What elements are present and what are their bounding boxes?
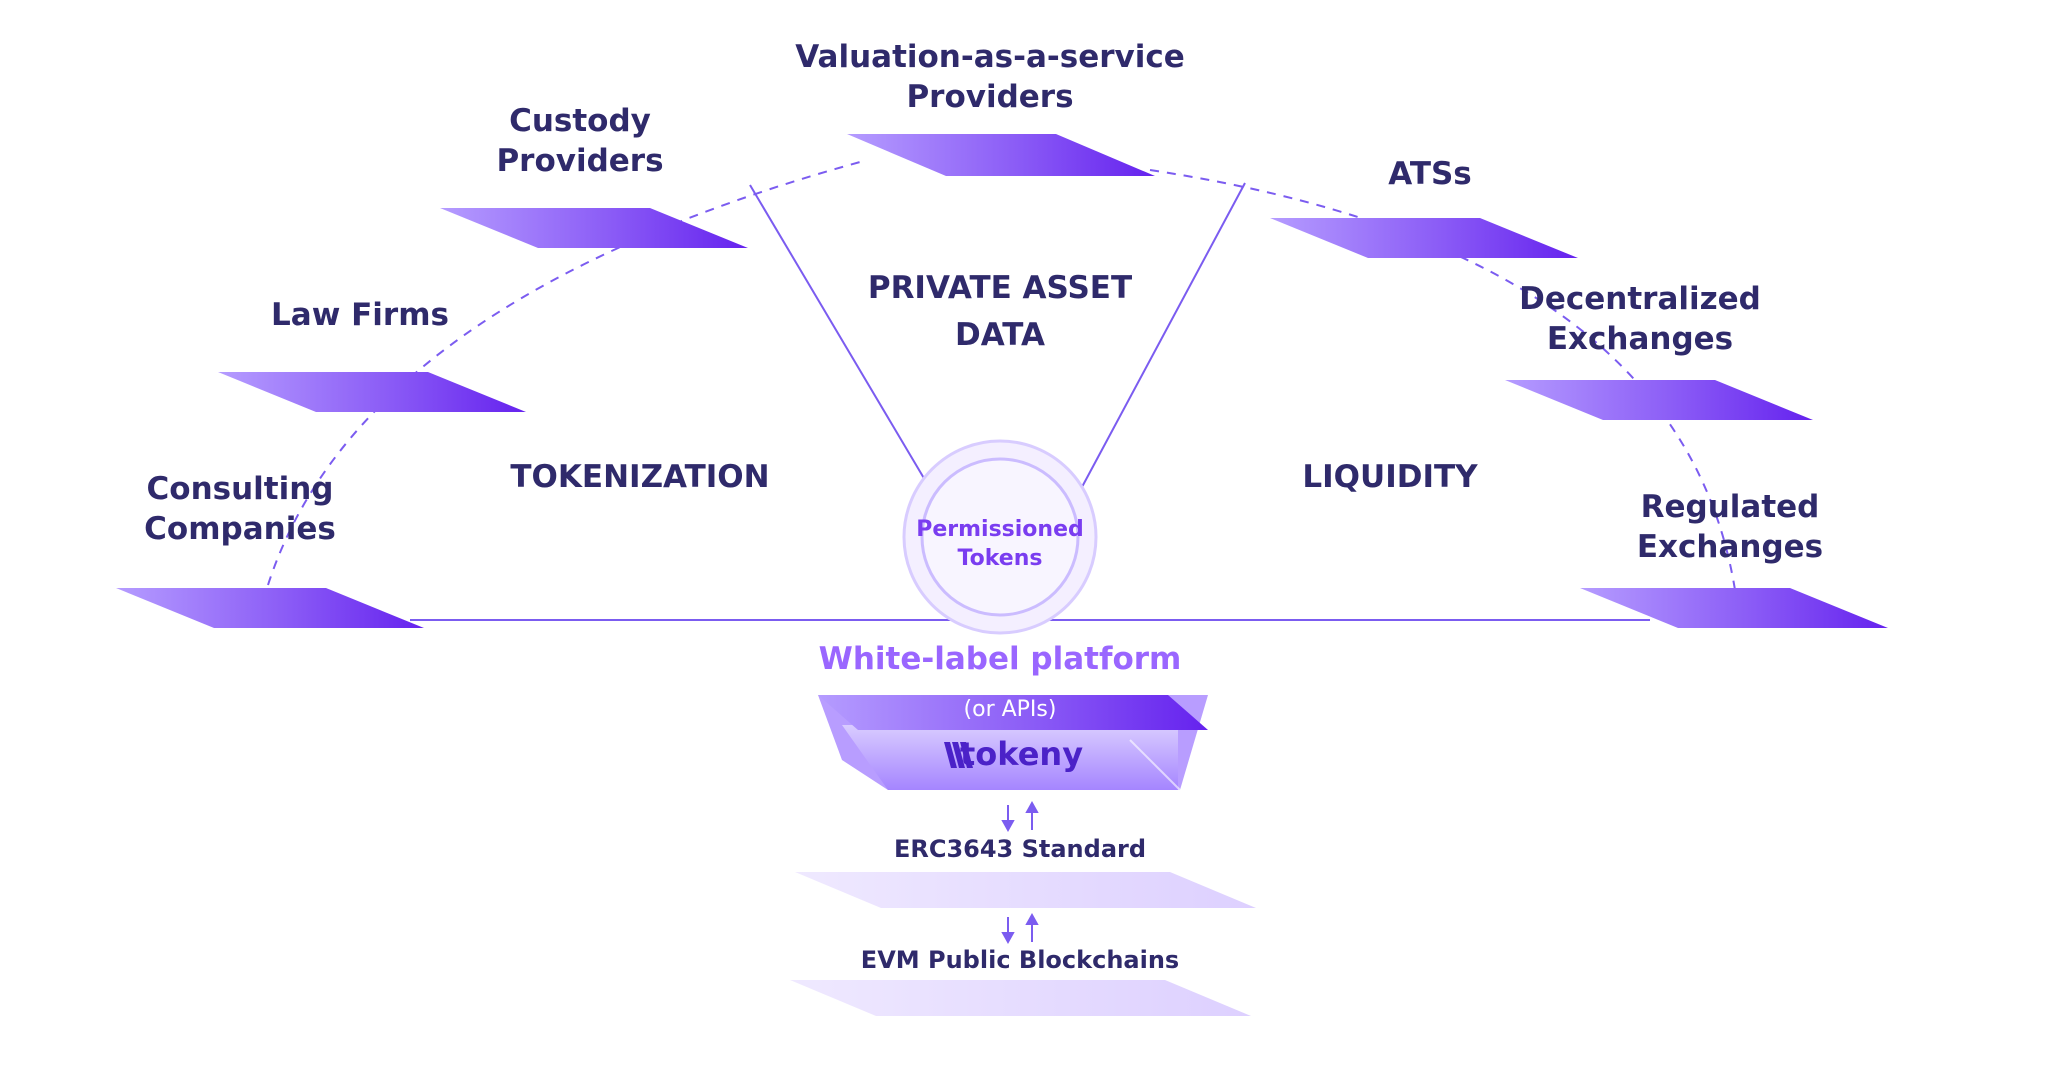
label-regulated-line2: Exchanges [1636, 528, 1824, 565]
label-dex: Decentralized Exchanges [1500, 280, 1780, 359]
section-tokenization: TOKENIZATION [510, 459, 770, 495]
tokeny-logo-icon [944, 742, 973, 768]
label-custody: Custody Providers [450, 102, 710, 181]
center-label-line1: Permissioned [916, 517, 1084, 542]
label-valuation-line2: Providers [906, 78, 1074, 115]
center-label-line2: Tokens [957, 545, 1043, 571]
label-ats-line1: ATSs [1388, 156, 1472, 192]
arrows-upper [1001, 800, 1039, 833]
platform-subtitle: (or APIs) [963, 697, 1057, 722]
stack-blockchains: EVM Public Blockchains [860, 946, 1180, 974]
section-private-asset-data-line2: DATA [954, 317, 1046, 354]
label-ats: ATSs [1330, 155, 1530, 195]
label-valuation-line1: Valuation-as-a-service [795, 39, 1185, 75]
section-private-asset-data-line1: PRIVATE ASSET [867, 270, 1133, 306]
tile-consulting [116, 588, 424, 628]
label-custody-line1: Custody [509, 103, 651, 139]
label-consulting-line1: Consulting [146, 471, 334, 507]
v-line-left [749, 184, 926, 481]
tile-evm [790, 980, 1251, 1016]
platform-box-top [818, 695, 1208, 730]
tile-dex [1505, 380, 1813, 420]
label-law-firms: Law Firms [240, 296, 480, 336]
label-law-firms-line1: Law Firms [271, 297, 449, 333]
label-custody-line2: Providers [496, 142, 664, 179]
label-consulting-line2: Companies [144, 510, 336, 547]
label-dex-line1: Decentralized [1519, 281, 1761, 317]
tile-law-firms [218, 372, 526, 412]
right-dashed-arc [1149, 169, 1736, 591]
label-regulated: Regulated Exchanges [1600, 488, 1860, 567]
platform-box-edge [1129, 739, 1181, 791]
tile-ats [1270, 218, 1578, 258]
section-liquidity: LIQUIDITY [1302, 459, 1478, 495]
tile-erc3643 [795, 872, 1256, 908]
tile-valuation [847, 134, 1155, 176]
label-dex-line2: Exchanges [1546, 320, 1734, 357]
left-dashed-arc [267, 161, 861, 586]
stack-standard: ERC3643 Standard [893, 835, 1147, 863]
tile-regulated [1580, 588, 1888, 628]
label-valuation: Valuation-as-a-service Providers [780, 38, 1200, 117]
label-consulting: Consulting Companies [120, 470, 360, 549]
center-circle-inner [920, 457, 1080, 617]
platform-title: White-label platform [818, 641, 1182, 677]
label-regulated-line1: Regulated [1640, 489, 1820, 525]
tile-custody [440, 208, 748, 248]
platform-brand: tokeny [960, 735, 1084, 773]
arrows-lower [1001, 912, 1039, 945]
section-private-asset-data: PRIVATE ASSET DATA [840, 265, 1160, 359]
platform-box-front [842, 725, 1178, 790]
v-line-right [1081, 182, 1246, 488]
center-label: Permissioned Tokens [910, 516, 1090, 573]
